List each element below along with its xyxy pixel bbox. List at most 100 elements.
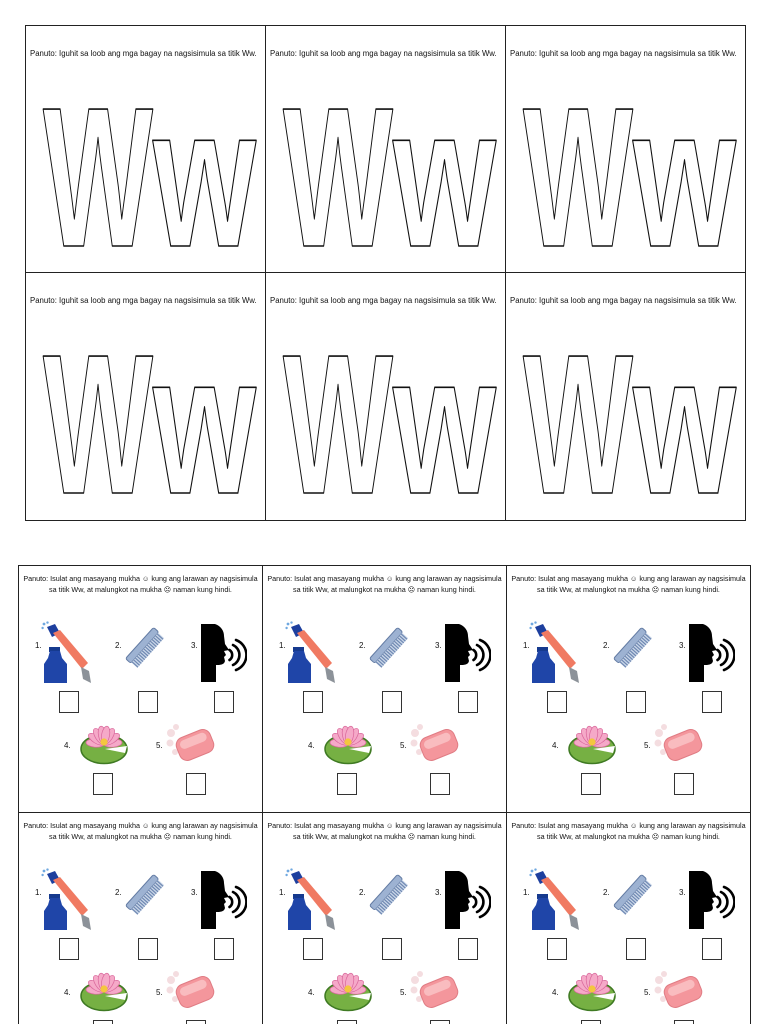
comb-icon	[365, 870, 411, 918]
answer-box	[303, 691, 323, 713]
instruction-line: sa titik Ww, at malungkot na mukha ☹ nam…	[49, 585, 232, 594]
comb-icon	[609, 623, 655, 671]
item-number: 2.	[115, 641, 122, 650]
uppercase-letter-outline: W	[283, 86, 393, 266]
water-lily-icon	[79, 721, 129, 765]
instruction-text: Panuto: Isulat ang masayang mukha ☺ kung…	[263, 573, 506, 595]
answer-box	[626, 691, 646, 713]
item-number: 2.	[603, 641, 610, 650]
answer-box	[214, 938, 234, 960]
item-number: 4.	[552, 988, 559, 997]
soap-icon	[653, 967, 705, 1013]
instruction-line: Panuto: Isulat ang masayang mukha ☺ kung…	[511, 574, 746, 583]
answer-box	[214, 691, 234, 713]
item-number: 3.	[435, 888, 442, 897]
lowercase-letter-outline: w	[632, 333, 736, 513]
answer-box	[303, 938, 323, 960]
answer-box	[581, 1020, 601, 1024]
letter-outline-card: Panuto: Iguhit sa loob ang mga bagay na …	[266, 26, 506, 273]
item-number: 1.	[279, 641, 286, 650]
instruction-text: Panuto: Isulat ang masayang mukha ☺ kung…	[507, 820, 750, 842]
spray-bottle-icon	[529, 621, 583, 685]
answer-box	[382, 938, 402, 960]
soap-icon	[165, 720, 217, 766]
instruction-text: Panuto: Isulat ang masayang mukha ☺ kung…	[19, 820, 262, 842]
instruction-text: Panuto: Iguhit sa loob ang mga bagay na …	[270, 49, 497, 58]
water-lily-icon	[323, 968, 373, 1012]
instruction-line: sa titik Ww, at malungkot na mukha ☹ nam…	[537, 832, 720, 841]
answer-box	[458, 691, 478, 713]
instruction-text: Panuto: Isulat ang masayang mukha ☺ kung…	[507, 573, 750, 595]
soap-icon	[165, 967, 217, 1013]
item-number: 5.	[644, 741, 651, 750]
water-lily-icon	[79, 968, 129, 1012]
item-number: 1.	[35, 888, 42, 897]
lowercase-letter-outline: w	[632, 86, 736, 266]
answer-box	[581, 773, 601, 795]
item-number: 2.	[359, 641, 366, 650]
lowercase-letter-outline: w	[152, 333, 256, 513]
spray-bottle-icon	[41, 868, 95, 932]
lowercase-letter-outline: w	[152, 86, 256, 266]
uppercase-letter-outline: W	[523, 333, 633, 513]
item-number: 3.	[191, 641, 198, 650]
item-number: 1.	[279, 888, 286, 897]
instruction-line: sa titik Ww, at malungkot na mukha ☹ nam…	[293, 585, 476, 594]
item-number: 4.	[308, 988, 315, 997]
spray-bottle-icon	[529, 868, 583, 932]
answer-box	[430, 1020, 450, 1024]
item-number: 1.	[35, 641, 42, 650]
uppercase-letter-outline: W	[43, 86, 153, 266]
soap-icon	[409, 967, 461, 1013]
item-number: 4.	[64, 741, 71, 750]
item-number: 1.	[523, 641, 530, 650]
answer-box	[702, 938, 722, 960]
instruction-line: Panuto: Isulat ang masayang mukha ☺ kung…	[267, 821, 502, 830]
outlined-letters: W w	[42, 333, 257, 513]
item-number: 4.	[64, 988, 71, 997]
instruction-line: Panuto: Isulat ang masayang mukha ☺ kung…	[511, 821, 746, 830]
answer-box	[674, 1020, 694, 1024]
instruction-text: Panuto: Iguhit sa loob ang mga bagay na …	[510, 296, 737, 305]
answer-box	[186, 1020, 206, 1024]
top-worksheet-grid: Panuto: Iguhit sa loob ang mga bagay na …	[25, 25, 746, 521]
item-number: 3.	[435, 641, 442, 650]
item-number: 2.	[603, 888, 610, 897]
speaking-head-icon	[689, 871, 735, 929]
lowercase-letter-outline: w	[392, 86, 496, 266]
picture-sorting-card: Panuto: Isulat ang masayang mukha ☺ kung…	[263, 566, 507, 813]
picture-sorting-card: Panuto: Isulat ang masayang mukha ☺ kung…	[507, 813, 751, 1024]
answer-box	[430, 773, 450, 795]
instruction-text: Panuto: Isulat ang masayang mukha ☺ kung…	[19, 573, 262, 595]
answer-box	[93, 1020, 113, 1024]
item-number: 3.	[191, 888, 198, 897]
speaking-head-icon	[445, 624, 491, 682]
instruction-line: Panuto: Isulat ang masayang mukha ☺ kung…	[23, 821, 258, 830]
comb-icon	[121, 870, 167, 918]
water-lily-icon	[567, 721, 617, 765]
answer-box	[702, 691, 722, 713]
answer-box	[186, 773, 206, 795]
comb-icon	[121, 623, 167, 671]
answer-box	[337, 1020, 357, 1024]
item-number: 5.	[156, 741, 163, 750]
water-lily-icon	[567, 968, 617, 1012]
spray-bottle-icon	[285, 621, 339, 685]
instruction-text: Panuto: Iguhit sa loob ang mga bagay na …	[30, 296, 257, 305]
uppercase-letter-outline: W	[283, 333, 393, 513]
item-number: 3.	[679, 641, 686, 650]
picture-sorting-card: Panuto: Isulat ang masayang mukha ☺ kung…	[507, 566, 751, 813]
instruction-line: Panuto: Isulat ang masayang mukha ☺ kung…	[267, 574, 502, 583]
soap-icon	[653, 720, 705, 766]
picture-sorting-card: Panuto: Isulat ang masayang mukha ☺ kung…	[263, 813, 507, 1024]
instruction-line: sa titik Ww, at malungkot na mukha ☹ nam…	[537, 585, 720, 594]
instruction-text: Panuto: Iguhit sa loob ang mga bagay na …	[270, 296, 497, 305]
picture-sorting-card: Panuto: Isulat ang masayang mukha ☺ kung…	[19, 813, 263, 1024]
comb-icon	[609, 870, 655, 918]
picture-sorting-card: Panuto: Isulat ang masayang mukha ☺ kung…	[19, 566, 263, 813]
instruction-text: Panuto: Iguhit sa loob ang mga bagay na …	[510, 49, 737, 58]
item-number: 3.	[679, 888, 686, 897]
outlined-letters: W w	[522, 86, 737, 266]
item-number: 1.	[523, 888, 530, 897]
item-number: 5.	[400, 741, 407, 750]
